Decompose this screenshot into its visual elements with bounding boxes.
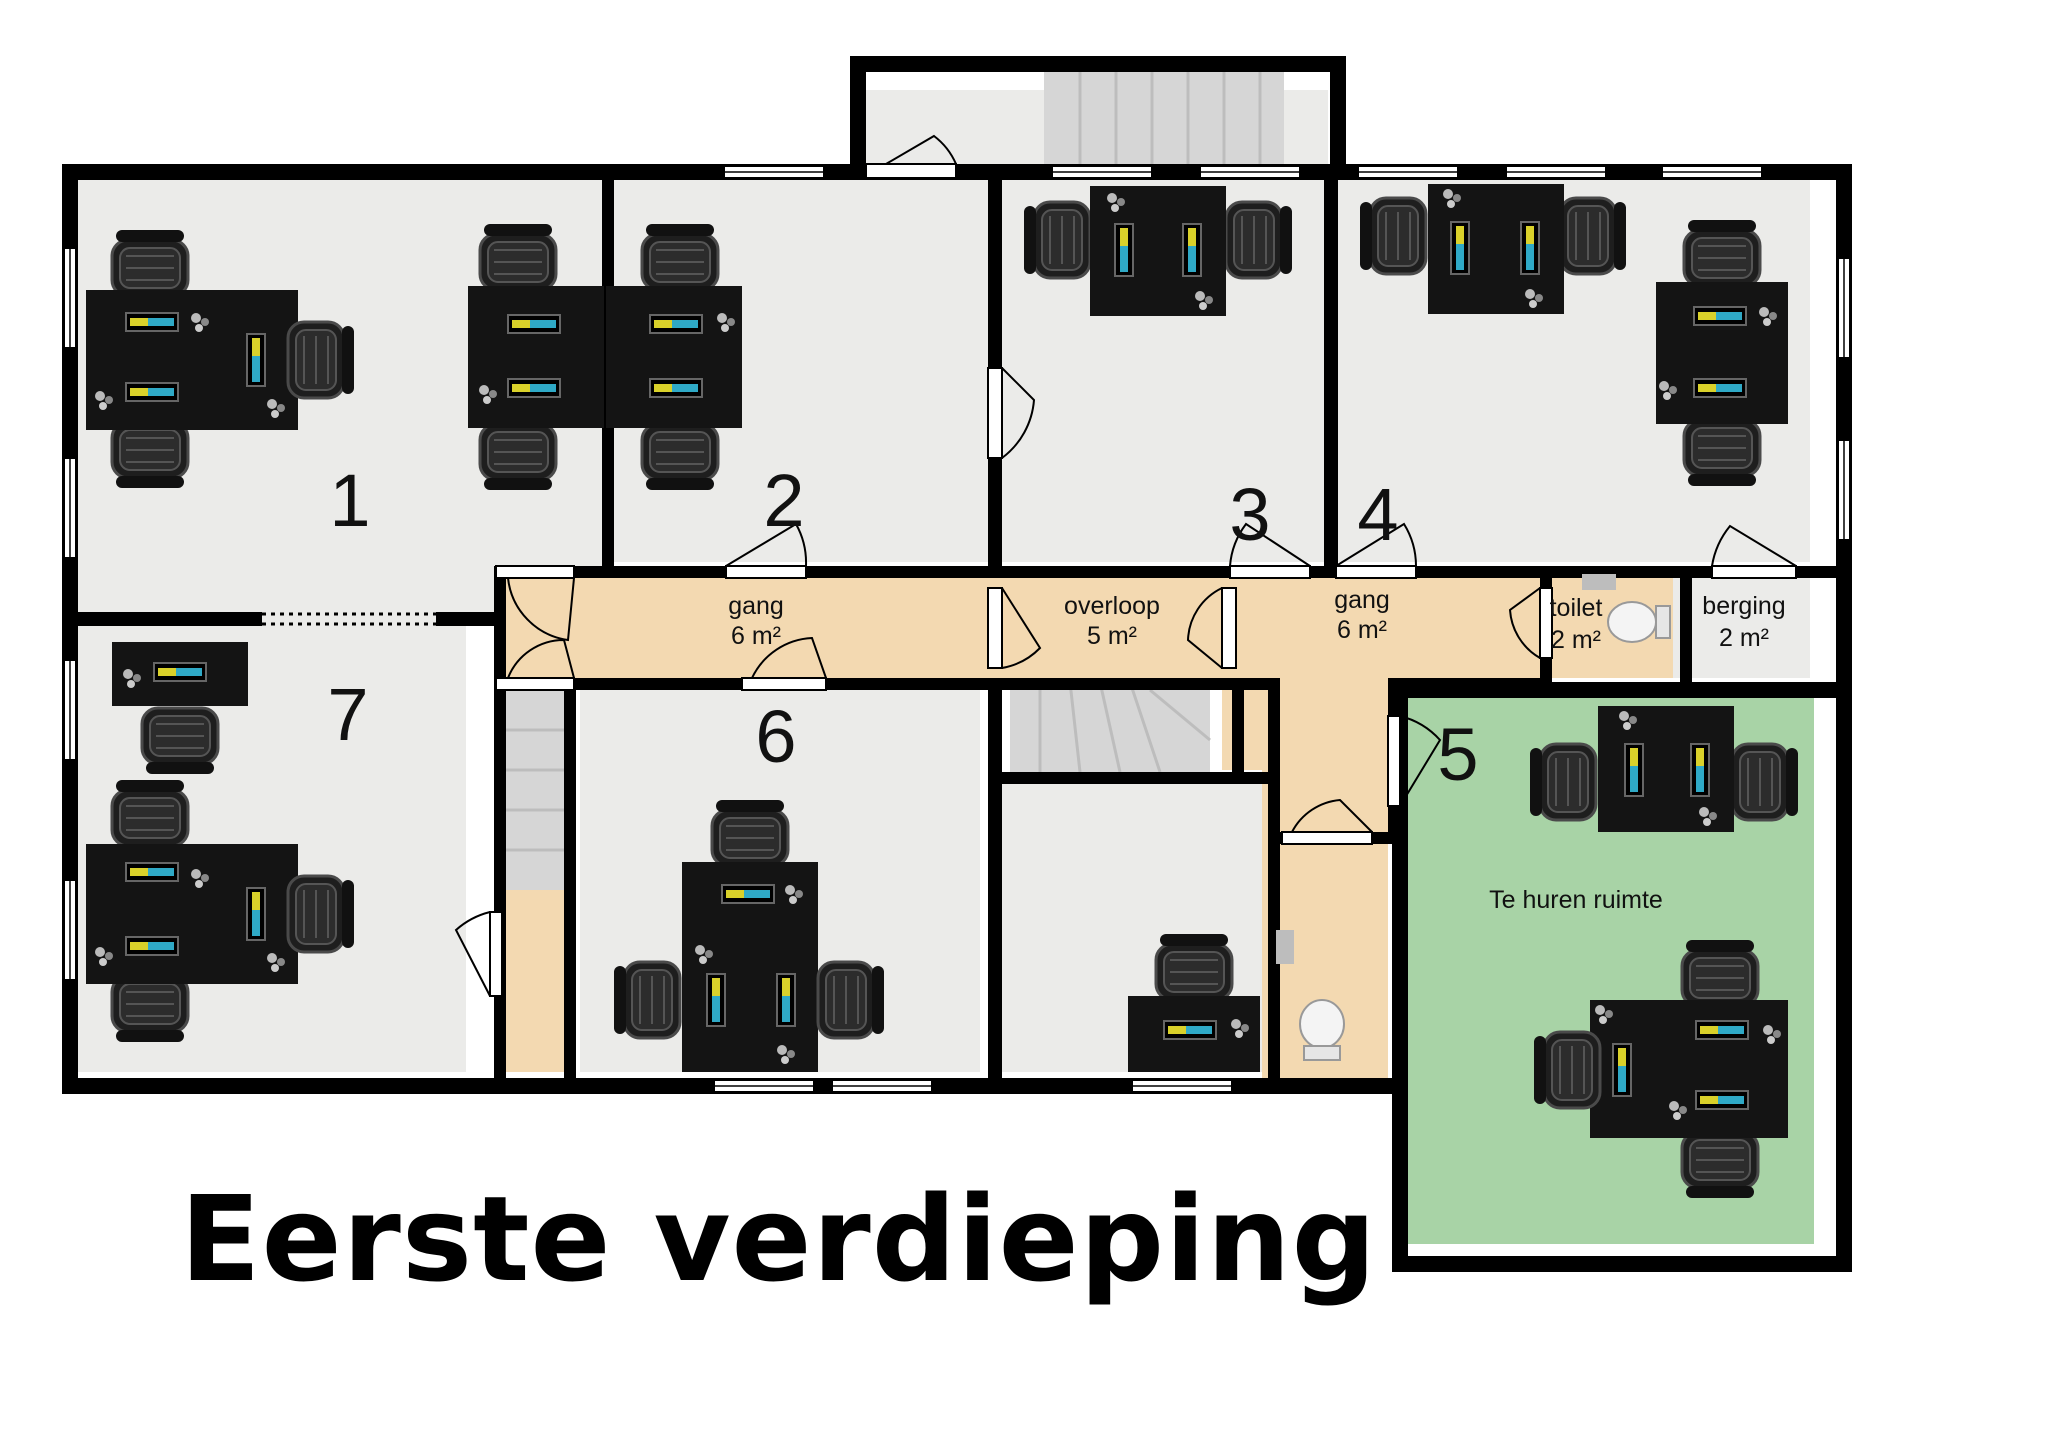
toilet-size: 2 m² <box>1551 626 1601 654</box>
furniture <box>86 184 1800 1200</box>
room-numbers: 1 2 3 4 5 6 7 <box>327 459 1478 796</box>
gang-east-name: gang <box>1334 586 1390 614</box>
room-number-1: 1 <box>329 459 370 542</box>
room-number-6: 6 <box>755 695 796 778</box>
overloop-size: 5 m² <box>1087 622 1137 650</box>
room-number-2: 2 <box>763 459 804 542</box>
staircase-west <box>500 690 568 890</box>
staircase-north <box>1044 72 1284 164</box>
room-number-3: 3 <box>1229 473 1270 556</box>
floor-title: Eerste verdieping <box>180 1170 1378 1308</box>
doors <box>454 134 1797 997</box>
rental-space-label: Te huren ruimte <box>1489 886 1663 914</box>
open-partitions <box>262 612 1002 980</box>
berging-name: berging <box>1702 592 1785 620</box>
room-number-5: 5 <box>1437 713 1478 796</box>
gang-west-name: gang <box>728 592 784 620</box>
stair-treads <box>500 72 1262 852</box>
toilet-name: toilet <box>1550 594 1603 622</box>
gang-east-size: 6 m² <box>1337 616 1387 644</box>
berging-size: 2 m² <box>1719 624 1769 652</box>
room-number-7: 7 <box>327 673 368 756</box>
overloop-name: overloop <box>1064 592 1160 620</box>
area-labels: gang 6 m² overloop 5 m² gang 6 m² toilet… <box>728 586 1786 914</box>
gang-west-size: 6 m² <box>731 622 781 650</box>
room-number-4: 4 <box>1357 473 1398 556</box>
